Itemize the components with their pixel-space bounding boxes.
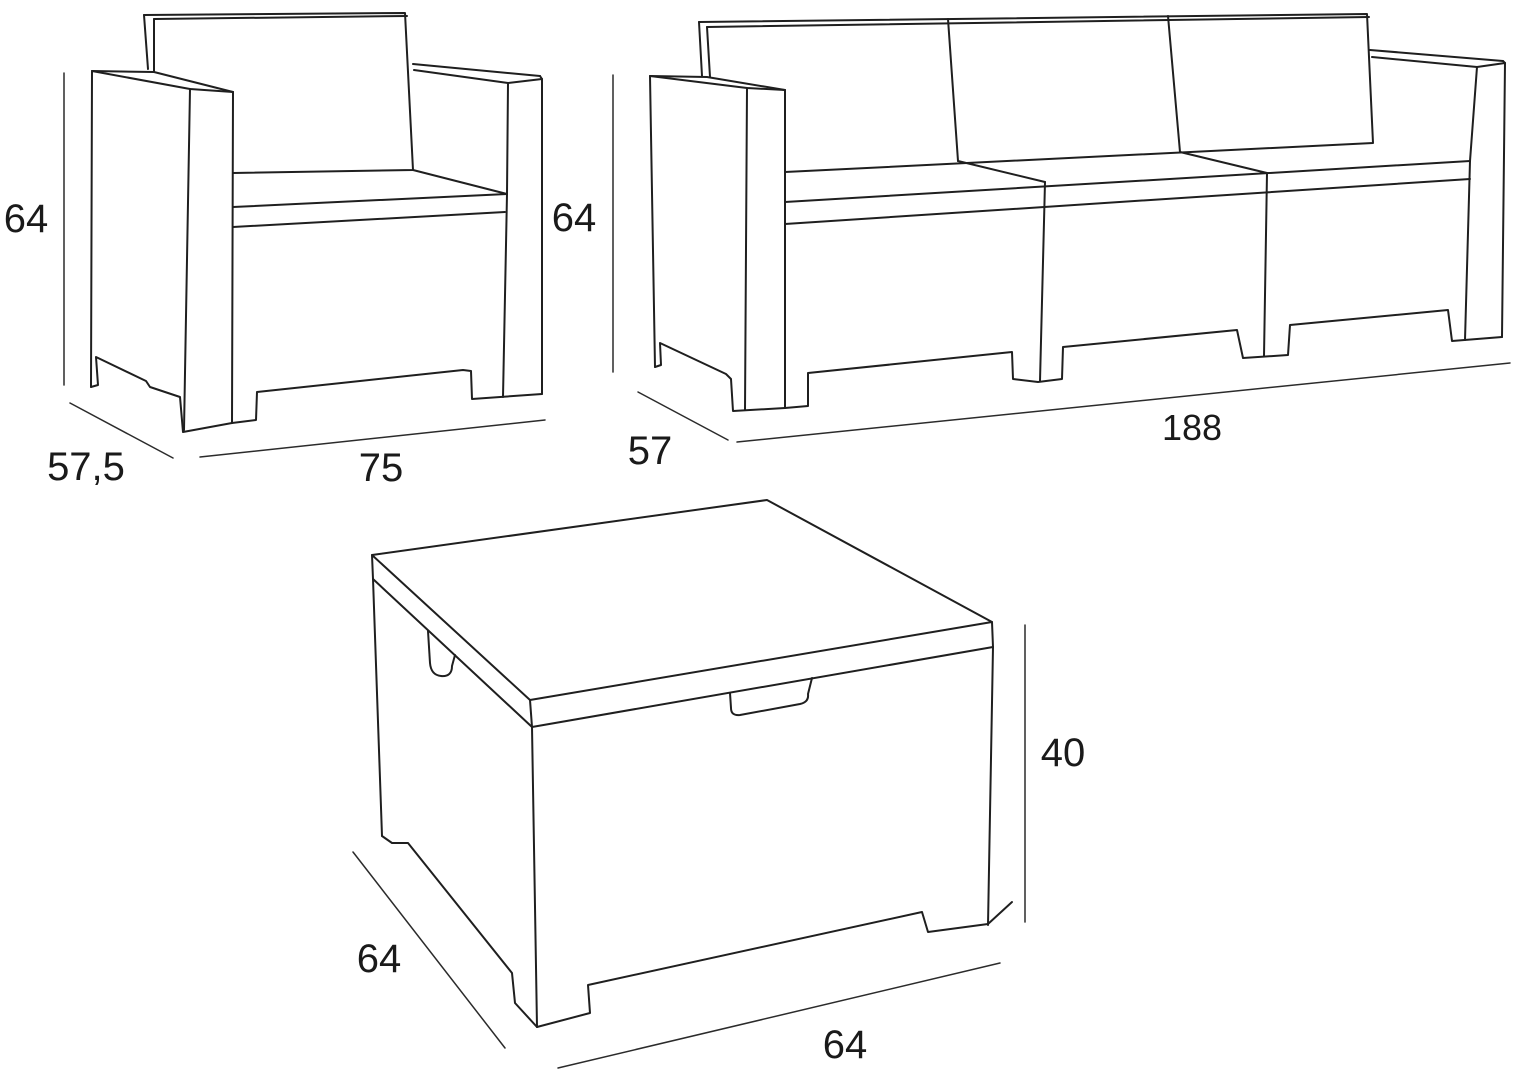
armchair-right-armrest bbox=[412, 63, 543, 395]
storage-table-lid bbox=[371, 499, 994, 728]
armchair-seat bbox=[232, 169, 508, 398]
storage-table-width-label: 64 bbox=[823, 1023, 868, 1067]
armchair-depth-label: 57,5 bbox=[47, 445, 125, 489]
sofa-drawing: 64 57 188 bbox=[552, 13, 1511, 473]
sofa-height-label: 64 bbox=[552, 196, 597, 240]
sofa-depth-dimension-line bbox=[637, 391, 729, 441]
armchair-backrest bbox=[143, 12, 414, 174]
storage-table-depth-dimension-line bbox=[352, 851, 506, 1049]
armchair-drawing: 64 57,5 75 bbox=[4, 12, 546, 490]
sofa-right-armrest bbox=[1369, 49, 1506, 338]
armchair-width-dimension-line bbox=[199, 419, 546, 458]
armchair-base bbox=[231, 369, 543, 424]
armchair-width-label: 75 bbox=[359, 446, 404, 490]
storage-table-depth-label: 64 bbox=[357, 937, 402, 981]
sofa-width-label: 188 bbox=[1162, 407, 1222, 448]
storage-table-body bbox=[372, 578, 1013, 1028]
front-handle-cutout bbox=[729, 677, 813, 717]
storage-table-handles bbox=[427, 630, 813, 717]
sofa-base bbox=[784, 309, 1503, 409]
storage-table-height-label: 40 bbox=[1041, 731, 1086, 775]
storage-table-drawing: 40 64 64 bbox=[352, 499, 1086, 1069]
sofa-depth-label: 57 bbox=[628, 429, 673, 473]
sofa-left-armrest bbox=[649, 75, 786, 412]
storage-table-width-dimension-line bbox=[557, 962, 1001, 1069]
sofa-width-dimension-line bbox=[736, 362, 1511, 443]
side-handle-cutout bbox=[427, 630, 456, 678]
armchair-height-label: 64 bbox=[4, 197, 49, 241]
armchair-depth-dimension-line bbox=[69, 402, 174, 459]
sofa-backrest bbox=[698, 13, 1374, 173]
armchair-left-armrest bbox=[90, 70, 234, 433]
sofa-seat bbox=[784, 151, 1471, 382]
